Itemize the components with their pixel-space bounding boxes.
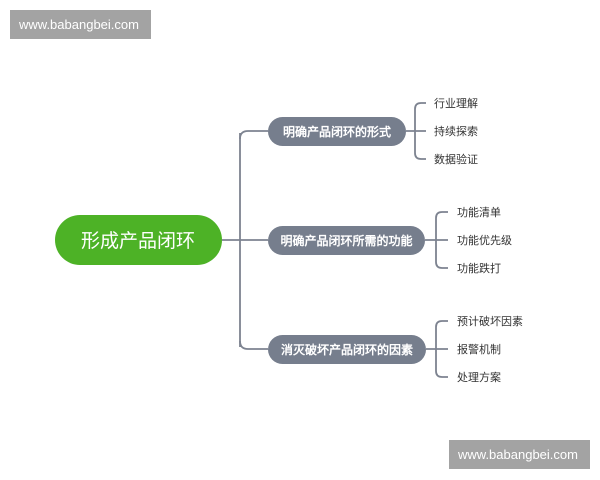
branch-label-3: 消灭破坏产品闭环的因素 bbox=[281, 342, 413, 357]
leaf-1-3: 数据验证 bbox=[434, 152, 478, 166]
branch-node-3: 消灭破坏产品闭环的因素 bbox=[268, 335, 426, 364]
branch-label-1: 明确产品闭环的形式 bbox=[283, 124, 391, 139]
branch-node-2: 明确产品闭环所需的功能 bbox=[268, 226, 425, 255]
leaf-connector-group-1 bbox=[406, 102, 426, 160]
root-label: 形成产品闭环 bbox=[81, 230, 195, 252]
leaf-3-2: 报警机制 bbox=[457, 342, 501, 356]
branch-connector-3 bbox=[239, 340, 268, 350]
branch-label-2: 明确产品闭环所需的功能 bbox=[280, 233, 412, 248]
leaf-connector-group-2 bbox=[425, 211, 448, 269]
watermark-bottom: www.babangbei.com bbox=[449, 440, 590, 469]
leaf-1-1: 行业理解 bbox=[434, 96, 478, 110]
leaf-3-1: 预计破坏因素 bbox=[457, 314, 523, 328]
watermark-top: www.babangbei.com bbox=[10, 10, 151, 39]
root-connector bbox=[222, 133, 241, 347]
root-node: 形成产品闭环 bbox=[55, 215, 222, 265]
leaf-2-3: 功能跌打 bbox=[457, 261, 501, 275]
branch-connector-1 bbox=[239, 130, 268, 140]
leaf-2-1: 功能清单 bbox=[457, 205, 501, 219]
leaf-connector-group-3 bbox=[426, 320, 448, 378]
leaf-3-3: 处理方案 bbox=[457, 370, 501, 384]
leaf-2-2: 功能优先级 bbox=[457, 233, 512, 247]
branch-node-1: 明确产品闭环的形式 bbox=[268, 117, 406, 146]
leaf-1-2: 持续探索 bbox=[434, 124, 478, 138]
